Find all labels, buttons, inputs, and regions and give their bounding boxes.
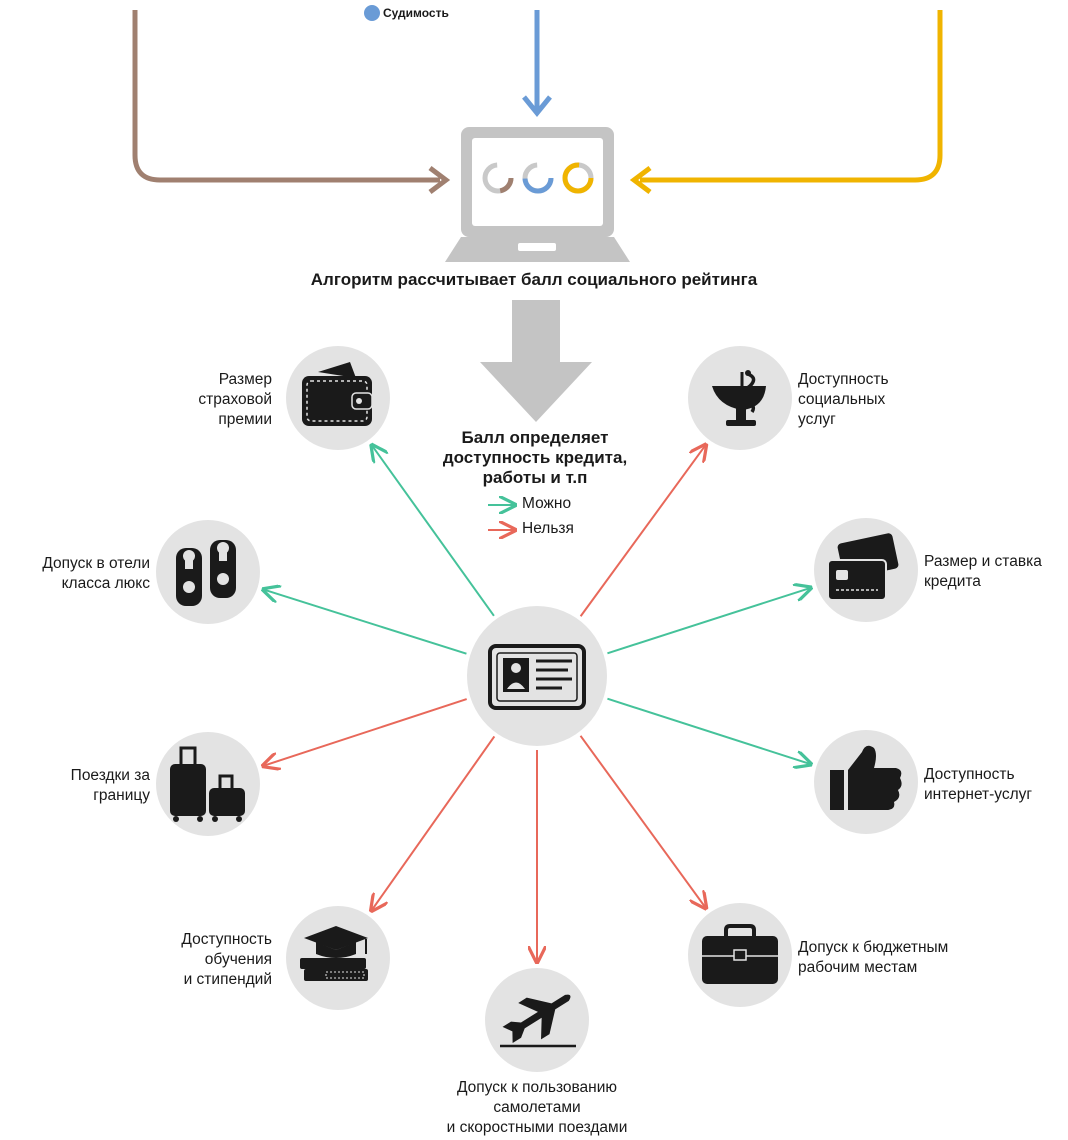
computer-icon: [445, 127, 630, 262]
spoke-travel: [263, 698, 468, 766]
conviction-label: Судимость: [383, 6, 449, 20]
medicine-icon: [712, 370, 766, 426]
down-arrow: [480, 300, 592, 422]
label-credit: Размер и ставка кредита: [924, 553, 1042, 590]
spoke-credit: [607, 588, 810, 655]
legend-allowed-label: Можно: [522, 495, 572, 512]
label-internet: Доступность интернет-услуг: [924, 766, 1033, 803]
legend-forbidden-label: Нельзя: [522, 520, 574, 537]
airplane-icon: [500, 994, 576, 1048]
brown-input-arrow: [132, 10, 440, 183]
spoke-internet: [607, 697, 810, 765]
label-travel: Поездки за границу: [70, 767, 150, 804]
node-planes: [485, 968, 589, 1072]
graduation-books-icon: [300, 926, 368, 981]
credit-card-icon: [827, 533, 899, 601]
score-label: Балл определяет доступность кредита, раб…: [442, 428, 628, 487]
id-card-icon: [488, 644, 586, 710]
node-public-jobs: [688, 903, 792, 1007]
thumbs-up-icon: [830, 745, 902, 810]
blue-arrow-head: [522, 95, 552, 117]
spoke-social: [579, 445, 706, 617]
luggage-icon: [170, 746, 245, 822]
wallet-icon: [302, 362, 373, 426]
node-insurance: [286, 346, 390, 450]
briefcase-icon: [702, 924, 778, 984]
label-social: Доступность социальных услуг: [798, 371, 889, 428]
label-education: Доступность обучения и стипендий: [181, 931, 272, 988]
spoke-education: [371, 735, 496, 910]
spoke-hotels: [263, 589, 467, 655]
label-insurance: Размер страховой премии: [198, 371, 272, 428]
node-travel: [156, 732, 260, 836]
label-planes: Допуск к пользованию самолетами и скорос…: [446, 1079, 628, 1136]
brown-arrow-head: [428, 166, 451, 194]
spokes: [263, 445, 811, 962]
yellow-arrow-head: [629, 166, 652, 194]
yellow-input-arrow: [640, 10, 943, 183]
node-internet: [814, 730, 918, 834]
spoke-insurance: [372, 445, 495, 617]
center-node: [467, 606, 607, 746]
label-public-jobs: Допуск к бюджетным рабочим местам: [798, 939, 949, 976]
conviction-legend-dot: [364, 5, 380, 21]
label-hotels: Допуск в отели класса люкс: [42, 555, 150, 592]
algorithm-label: Алгоритм рассчитывает балл социального р…: [310, 270, 758, 289]
door-hanger-icon: [176, 540, 236, 606]
node-credit: [814, 518, 918, 622]
node-hotels: [156, 520, 260, 624]
node-social: [688, 346, 792, 450]
spoke-public-jobs: [579, 735, 706, 908]
node-education: [286, 906, 390, 1010]
